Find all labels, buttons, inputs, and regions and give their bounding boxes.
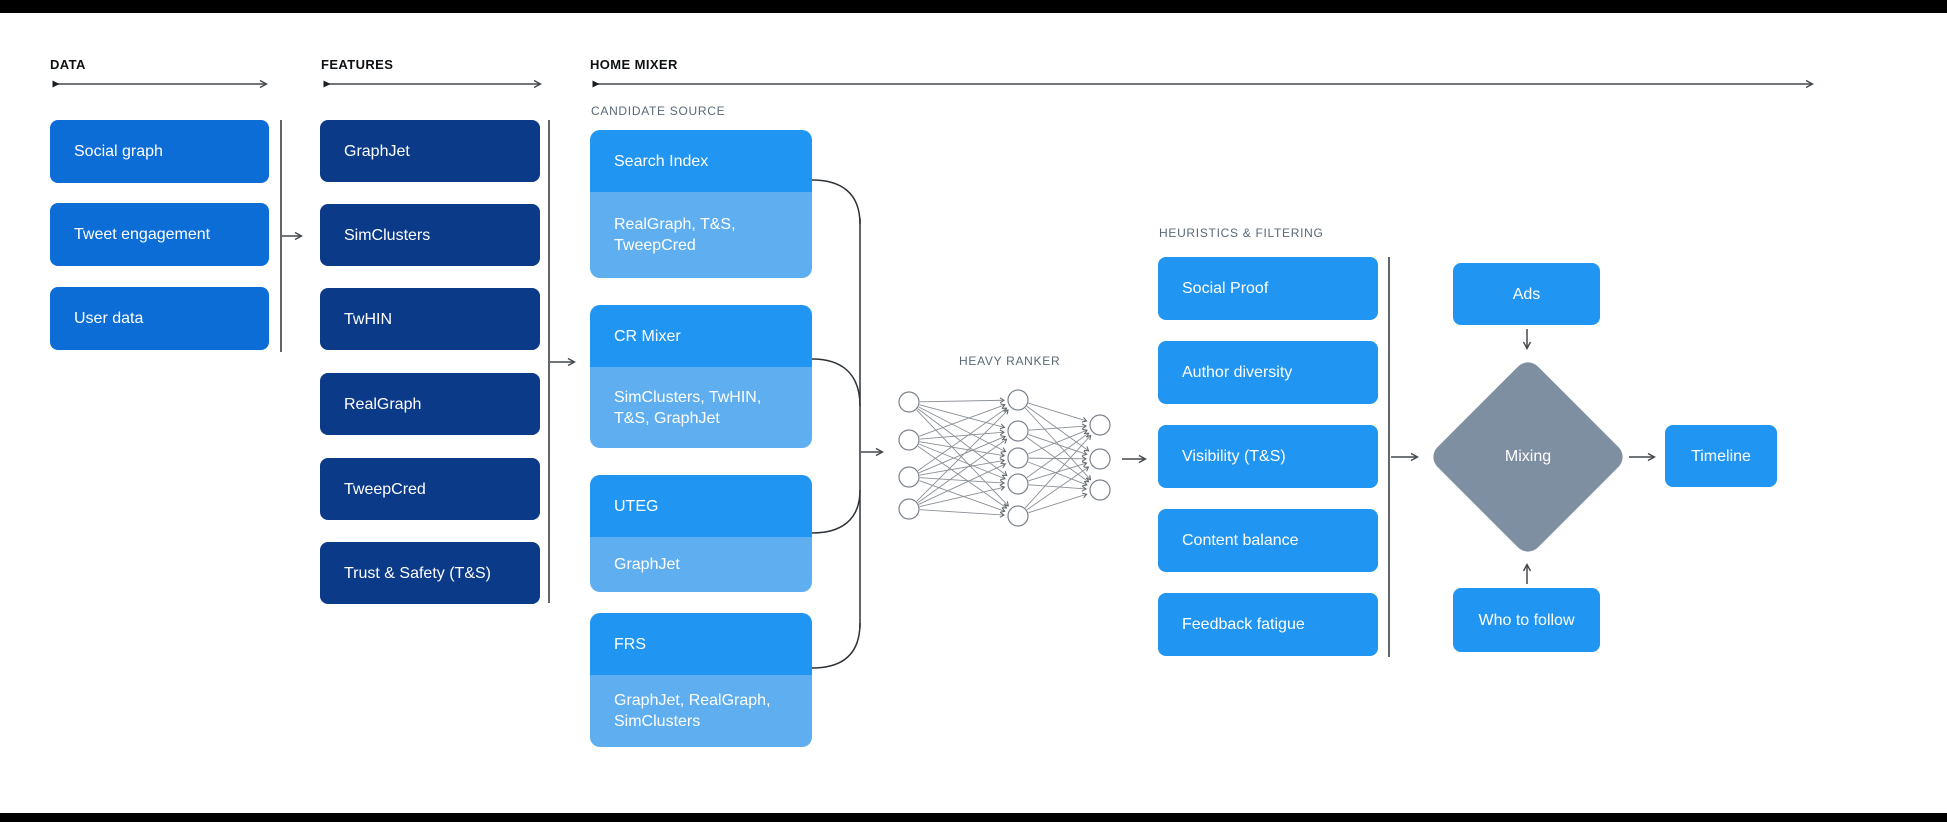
candidate-sources: SimClusters, TwHIN, T&S, GraphJet <box>590 367 812 448</box>
data-box-social-graph: Social graph <box>50 120 269 183</box>
uteg-curve <box>811 489 861 534</box>
data-section-title: DATA <box>50 57 86 72</box>
mixing-diamond-label: Mixing <box>1504 448 1552 465</box>
features-section-title: FEATURES <box>321 57 394 72</box>
candidate-name: Search Index <box>590 130 812 192</box>
feature-box-trust-safety: Trust & Safety (T&S) <box>320 542 540 604</box>
top-black-bar <box>0 0 1947 13</box>
candidate-merge-curves <box>811 179 861 669</box>
data-box-tweet-engagement: Tweet engagement <box>50 203 269 266</box>
feature-box-simclusters: SimClusters <box>320 204 540 266</box>
filter-box-feedback-fatigue: Feedback fatigue <box>1158 593 1378 656</box>
feature-box-tweepcred: TweepCred <box>320 458 540 520</box>
neural-network-icon <box>898 389 1111 527</box>
flow-arrows <box>282 231 1656 584</box>
candidate-box-cr-mixer: CR Mixer SimClusters, TwHIN, T&S, GraphJ… <box>590 305 812 448</box>
candidate-sources: GraphJet, RealGraph, SimClusters <box>590 675 812 747</box>
feature-box-twhin: TwHIN <box>320 288 540 350</box>
candidate-sources: GraphJet <box>590 537 812 592</box>
candidate-box-frs: FRS GraphJet, RealGraph, SimClusters <box>590 613 812 747</box>
heuristics-filtering-label: HEURISTICS & FILTERING <box>1159 226 1324 240</box>
ads-box: Ads <box>1453 263 1600 325</box>
search-index-curve <box>811 179 861 225</box>
home-mixer-section-title: HOME MIXER <box>590 57 678 72</box>
candidate-box-uteg: UTEG GraphJet <box>590 475 812 592</box>
candidate-name: UTEG <box>590 475 812 537</box>
feature-box-graphjet: GraphJet <box>320 120 540 182</box>
candidate-name: FRS <box>590 613 812 675</box>
feature-box-realgraph: RealGraph <box>320 373 540 435</box>
candidate-box-search-index: Search Index RealGraph, T&S, TweepCred <box>590 130 812 278</box>
candidate-name: CR Mixer <box>590 305 812 367</box>
heavy-ranker-label: HEAVY RANKER <box>959 354 1061 368</box>
separator-lines <box>280 120 1390 657</box>
candidate-source-label: CANDIDATE SOURCE <box>591 104 726 118</box>
data-box-user-data: User data <box>50 287 269 350</box>
candidate-sources: RealGraph, T&S, TweepCred <box>590 192 812 278</box>
filter-box-author-diversity: Author diversity <box>1158 341 1378 404</box>
filter-box-visibility: Visibility (T&S) <box>1158 425 1378 488</box>
bottom-black-bar <box>0 813 1947 822</box>
who-to-follow-box: Who to follow <box>1453 588 1600 652</box>
timeline-box: Timeline <box>1665 425 1777 487</box>
frs-curve <box>811 622 861 669</box>
filter-box-social-proof: Social Proof <box>1158 257 1378 320</box>
filter-box-content-balance: Content balance <box>1158 509 1378 572</box>
cr-mixer-curve <box>811 358 861 407</box>
